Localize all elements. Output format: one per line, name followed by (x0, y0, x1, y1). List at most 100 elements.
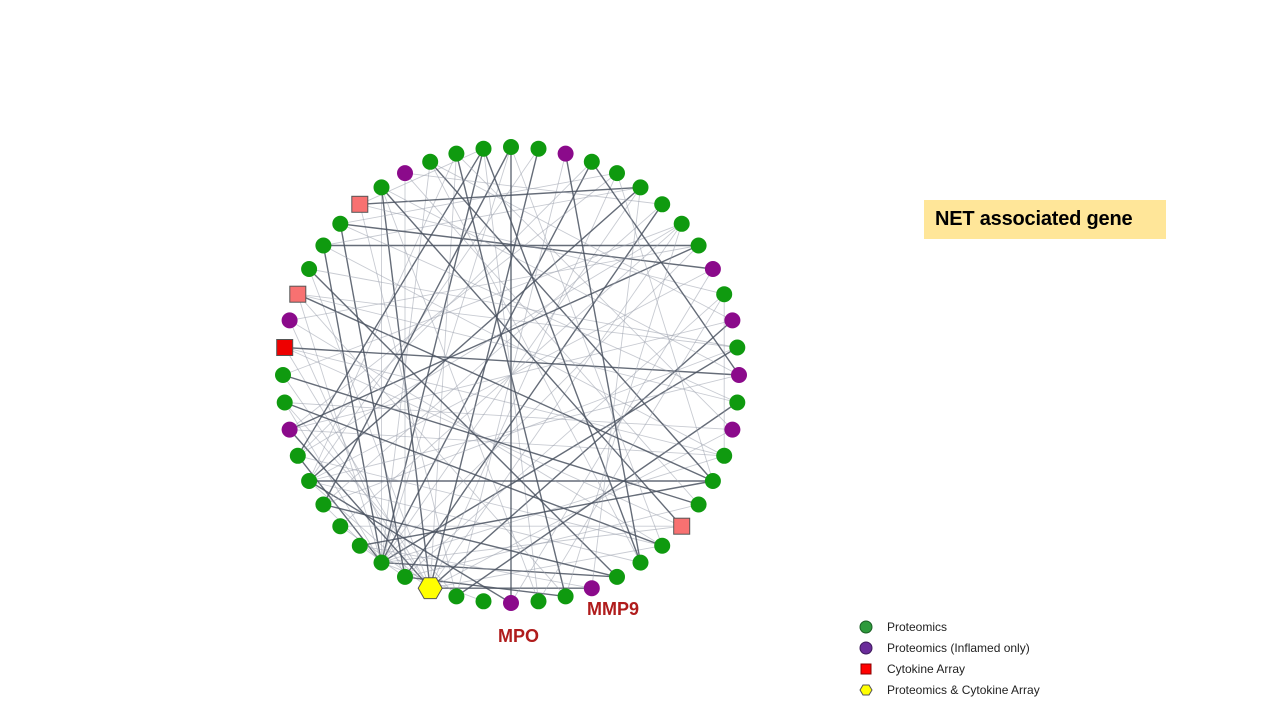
mpo-callout-label: MPO (498, 626, 540, 646)
proteomics-node (583, 153, 600, 170)
network-edge (381, 187, 740, 376)
network-edge (429, 429, 733, 589)
network-edge (309, 268, 738, 348)
proteomics-node (397, 568, 413, 585)
legend: Proteomics Proteomics (Inflamed only) Cy… (858, 616, 1040, 700)
network-edge (284, 401, 663, 547)
network-edge (323, 245, 725, 457)
proteomics-inflamed-node (397, 165, 413, 182)
proteomics-node (609, 568, 625, 585)
proteomics-node (332, 518, 349, 535)
proteomics-node (690, 496, 707, 513)
proteomics-node (716, 447, 733, 464)
proteomics-node (729, 339, 746, 356)
network-edge (322, 146, 512, 505)
network-edge (308, 480, 641, 564)
network-edge (359, 203, 725, 295)
network-edge (380, 148, 485, 563)
proteomics-node (530, 140, 547, 157)
network-edge (297, 455, 663, 547)
network-edge (297, 293, 738, 403)
proteomics-inflamed-node (731, 367, 747, 383)
legend-label: Proteomics & Cytokine Array (887, 682, 1040, 697)
cytokine-array-node (673, 517, 691, 535)
proteomics-inflamed-node (724, 421, 741, 438)
legend-label: Cytokine Array (887, 661, 966, 676)
network-edge (429, 172, 618, 589)
network-edge (308, 268, 431, 589)
proteomics-node (475, 140, 492, 157)
network-edge (323, 347, 738, 505)
proteomics-node (301, 473, 318, 489)
net-associated-gene-title: NET associated gene (924, 200, 1166, 239)
proteomics-node (729, 394, 746, 411)
green-circle-icon (859, 620, 873, 633)
network-edge (323, 503, 618, 578)
yellow-hexagon-icon (859, 684, 873, 695)
network-edge (323, 203, 663, 505)
proteomics-cytokine-node (417, 577, 443, 600)
network-edge (359, 480, 714, 547)
proteomics-node (301, 261, 318, 277)
network-edge (289, 172, 618, 430)
proteomics-node (654, 196, 671, 213)
proteomics-inflamed-node (281, 312, 298, 329)
cytokine-array-node (351, 195, 369, 213)
network-edge (284, 402, 733, 431)
proteomics-node (275, 367, 291, 383)
proteomics-node (332, 215, 349, 232)
network-edge (482, 148, 642, 563)
network-edge (284, 346, 740, 376)
network-nodes (275, 139, 747, 611)
legend-label: Proteomics (Inflamed only) (887, 640, 1030, 655)
proteomics-node (632, 554, 649, 571)
network-edge (359, 186, 641, 205)
network-edge (297, 293, 714, 482)
network-edge (616, 172, 714, 482)
legend-item-cytokine-array: Cytokine Array (858, 658, 1040, 679)
network-edge (510, 146, 663, 546)
network-edge (308, 268, 618, 578)
proteomics-node (475, 593, 492, 610)
network-edge (429, 223, 683, 589)
legend-item-proteomics: Proteomics (858, 616, 1040, 637)
network-edge (284, 347, 431, 589)
purple-circle-icon (859, 641, 873, 654)
network-edge (381, 561, 618, 578)
network-edge (359, 148, 484, 205)
proteomics-node (315, 237, 332, 254)
network-edge (429, 161, 641, 563)
network-edge (340, 223, 713, 270)
proteomics-node (315, 496, 332, 513)
network-edge (323, 186, 641, 246)
network-edge (565, 223, 683, 597)
network-edge (308, 153, 457, 482)
proteomics-node (373, 179, 390, 196)
network-edge (380, 187, 431, 589)
network-edge (289, 320, 406, 578)
proteomics-node (351, 537, 368, 554)
proteomics-inflamed-node (583, 580, 600, 597)
cytokine-array-node (289, 285, 307, 303)
network-edge (339, 223, 406, 578)
proteomics-node (448, 588, 465, 605)
proteomics-node (557, 588, 574, 605)
network-edge (308, 480, 512, 604)
red-square-icon (860, 663, 872, 674)
network-edge (323, 504, 382, 563)
proteomics-inflamed-node (281, 421, 298, 438)
proteomics-node (609, 165, 625, 182)
network-edge (381, 146, 512, 563)
network-edge (404, 172, 663, 205)
proteomics-node (530, 593, 547, 610)
network-edge (404, 293, 725, 578)
network-edge (282, 374, 699, 506)
proteomics-node (276, 394, 293, 411)
network-edge (381, 346, 738, 564)
network-edge (430, 545, 663, 589)
legend-item-proteomics-inflamed: Proteomics (Inflamed only) (858, 637, 1040, 658)
network-edge (289, 320, 663, 547)
legend-label: Proteomics (887, 619, 948, 634)
proteomics-node (448, 145, 465, 162)
